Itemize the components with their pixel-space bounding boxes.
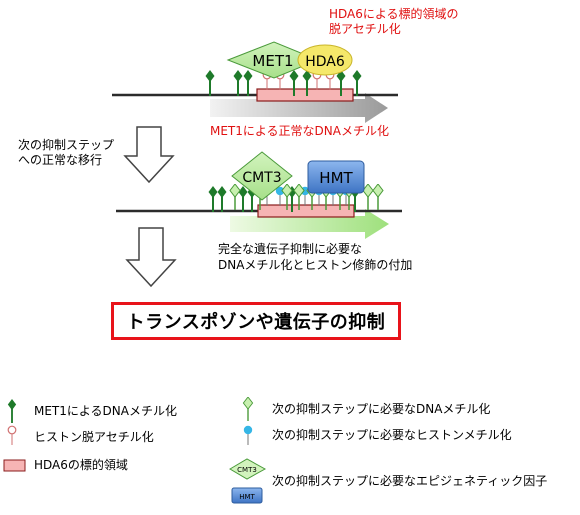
legend-histone-deacetyl-label: ヒストン脱アセチル化: [34, 430, 154, 444]
conclusion-text: トランスポゾンや遺伝子の抑制: [126, 312, 386, 333]
legend-cmt3-label: CMT3: [237, 466, 257, 474]
hda6-target-region-top: [256, 88, 354, 102]
legend-cmt3-icon: [229, 458, 267, 480]
legend-met1-meth-label: MET1によるDNAメチル化: [34, 404, 177, 418]
hda6-note-line1: HDA6による標的領域の: [329, 7, 459, 21]
result-note-line1: 完全な遺伝子抑制に必要な: [218, 242, 363, 256]
legend-hda6-region-icon: [3, 459, 26, 472]
hda6-note-line2: 脱アセチル化: [329, 22, 401, 36]
legend-next-histone-meth-label: 次の抑制ステップに必要なヒストンメチル化: [272, 428, 512, 442]
hda6-label: HDA6: [305, 54, 345, 70]
conclusion-box: トランスポゾンや遺伝子の抑制: [111, 302, 401, 340]
legend-epigenetic-factors-label: 次の抑制ステップに必要なエピジェネティック因子: [272, 474, 548, 488]
met1-note: MET1による正常なDNAメチル化: [210, 124, 389, 138]
cmt3-enzyme: [231, 151, 293, 201]
legend-cyan-dot-icon: [243, 425, 253, 445]
legend-hmt-icon: [231, 487, 263, 504]
down-arrow-1: [123, 126, 175, 184]
hda6-enzyme: [297, 44, 353, 76]
hmt-enzyme: [307, 160, 365, 194]
legend-lollipop-icon: [7, 425, 17, 445]
transition-note-line2: への正常な移行: [18, 153, 103, 167]
legend-hda6-target-label: HDA6の標的領域: [34, 458, 128, 472]
down-arrow-2: [125, 227, 177, 288]
legend-next-dna-mark-icon: [242, 397, 254, 421]
transition-note-line1: 次の抑制ステップ: [18, 138, 115, 152]
met1-label: MET1: [252, 52, 293, 70]
result-note-line2: DNAメチル化とヒストン修飾の付加: [218, 258, 413, 272]
hmt-label: HMT: [319, 169, 353, 187]
legend-met1-mark-icon: [7, 399, 17, 423]
legend-next-dna-meth-label: 次の抑制ステップに必要なDNAメチル化: [272, 402, 491, 416]
legend-hmt-label: HMT: [239, 493, 255, 501]
cmt3-label: CMT3: [242, 170, 281, 186]
